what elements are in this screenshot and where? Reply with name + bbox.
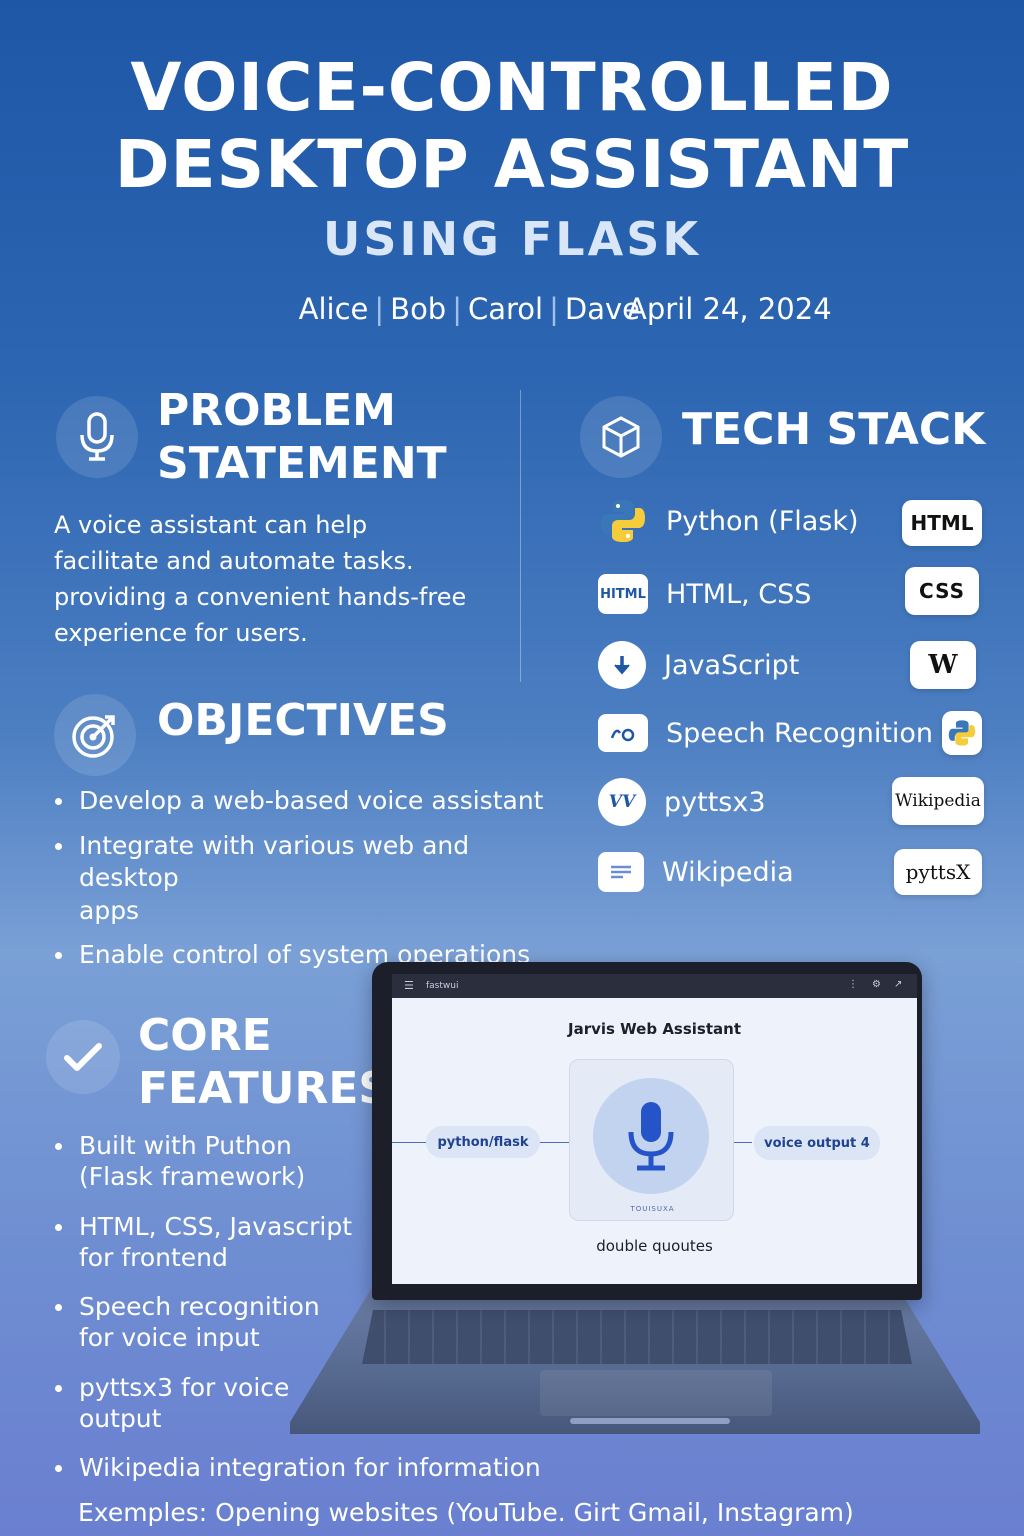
list-item-text: Wikipedia integration for information bbox=[79, 1453, 541, 1482]
tech-stack-item: JavaScript bbox=[598, 641, 799, 689]
tech-stack-item: VV pyttsx3 bbox=[598, 778, 766, 826]
problem-heading-line-2: STATEMENT bbox=[157, 437, 447, 489]
screen-note: double quoutes bbox=[596, 1237, 713, 1255]
list-item-text: Built with Puthon bbox=[79, 1131, 292, 1160]
tech-stack-item: Speech Recognition bbox=[598, 709, 933, 757]
poster-subtitle: USING FLASK bbox=[323, 212, 701, 266]
list-item: Develop a web-based voice assistant bbox=[54, 785, 574, 818]
vv-logo-icon: VV bbox=[598, 778, 646, 826]
author-separator: | bbox=[374, 292, 385, 326]
checkmark-icon bbox=[46, 1020, 120, 1094]
app-title: Jarvis Web Assistant bbox=[568, 1020, 741, 1038]
flow-arrow bbox=[392, 1142, 426, 1143]
problem-description: A voice assistant can help facilitate an… bbox=[54, 507, 466, 651]
core-features-list: Built with Puthon (Flask framework) HTML… bbox=[54, 1130, 574, 1483]
column-divider bbox=[520, 390, 521, 682]
share-icon[interactable]: ↗ bbox=[894, 979, 903, 990]
laptop-trackpad bbox=[540, 1370, 772, 1416]
tech-stack-label: pyttsx3 bbox=[664, 786, 766, 818]
laptop-hinge bbox=[570, 1418, 730, 1424]
tech-stack-label: Speech Recognition bbox=[666, 717, 934, 749]
author-name: Bob bbox=[390, 292, 447, 326]
microphone-button[interactable] bbox=[593, 1078, 709, 1194]
list-item-text: output bbox=[79, 1403, 162, 1433]
list-item-text: HTML, CSS, Javascript bbox=[79, 1211, 353, 1241]
list-item-text: pyttsx3 for voice bbox=[79, 1372, 290, 1402]
list-item-text: apps bbox=[79, 895, 140, 925]
list-item: Speech recognition for voice input bbox=[54, 1291, 574, 1354]
author-separator: | bbox=[452, 292, 462, 326]
poster-date: April 24, 2024 bbox=[627, 292, 832, 326]
tech-stack-label: Python (Flask) bbox=[666, 505, 859, 537]
objectives-heading: OBJECTIVES bbox=[157, 695, 449, 746]
list-item-text: (Flask framework) bbox=[79, 1162, 306, 1192]
list-item: Built with Puthon (Flask framework) bbox=[54, 1130, 574, 1193]
poster-title-line-1: VOICE-CONTROLLED bbox=[130, 49, 894, 126]
author-name: Carol bbox=[468, 292, 544, 326]
list-item: Integrate with various web and desktop a… bbox=[54, 830, 574, 928]
python-logo-icon bbox=[598, 496, 648, 546]
poster-title-line-2: DESKTOP ASSISTANT bbox=[114, 126, 910, 203]
problem-line: experience for users. bbox=[54, 619, 308, 647]
tech-stack-item: Wikipedia bbox=[598, 848, 794, 896]
menu-icon[interactable]: ☰ bbox=[404, 979, 414, 992]
list-item-text: Speech recognition bbox=[79, 1292, 320, 1321]
tech-stack-label: HTML, CSS bbox=[666, 578, 812, 610]
html-badge: HTML bbox=[902, 500, 982, 546]
problem-line: providing a convenient hands-free bbox=[54, 583, 467, 611]
author-list: Alice|Bob|Carol|Dave bbox=[0, 292, 640, 326]
speech-wave-icon bbox=[598, 714, 648, 752]
list-item: pyttsx3 for voice output bbox=[54, 1372, 574, 1435]
flow-arrow bbox=[734, 1142, 752, 1143]
problem-line: facilitate and automate tasks. bbox=[54, 547, 414, 575]
html-badge-icon: HITML bbox=[598, 574, 648, 614]
wikipedia-badge: Wikipedia bbox=[892, 777, 984, 825]
cube-icon bbox=[580, 396, 662, 478]
examples-text: Exemples: Opening websites (YouTube. Gir… bbox=[78, 1498, 854, 1527]
core-features-heading-line-2: FEATURES bbox=[138, 1062, 391, 1114]
pyttsx-badge: pyttsX bbox=[894, 849, 982, 895]
wikipedia-w-badge: W bbox=[910, 641, 976, 689]
problem-heading-line-1: PROBLEM bbox=[157, 385, 396, 436]
objectives-list: Develop a web-based voice assistant Inte… bbox=[54, 785, 574, 972]
css-badge: CSS bbox=[905, 567, 979, 615]
microphone-panel: TOUISUXA bbox=[569, 1059, 734, 1221]
screen-topbar-title: fastwui bbox=[426, 981, 459, 991]
author-separator: | bbox=[549, 292, 559, 326]
author-name: Alice bbox=[298, 292, 369, 326]
flow-arrow bbox=[540, 1142, 569, 1143]
python-flask-chip: python/flask bbox=[426, 1126, 540, 1158]
screen-topbar: ☰ fastwui ⋮ ⚙ ↗ bbox=[392, 974, 917, 998]
tech-stack-item: Python (Flask) bbox=[598, 497, 859, 545]
laptop-screen: ☰ fastwui ⋮ ⚙ ↗ Jarvis Web Assistant pyt… bbox=[392, 974, 917, 1284]
document-lines-icon bbox=[598, 852, 644, 892]
list-item: Wikipedia integration for information bbox=[54, 1452, 574, 1483]
microphone-caption: TOUISUXA bbox=[630, 1205, 675, 1213]
list-item-text: Develop a web-based voice assistant bbox=[79, 786, 544, 815]
problem-heading: PROBLEM STATEMENT bbox=[157, 385, 447, 491]
list-item-text: Integrate with various web and desktop bbox=[79, 830, 470, 893]
problem-line: A voice assistant can help bbox=[54, 511, 368, 539]
settings-icon[interactable]: ⚙ bbox=[872, 979, 881, 990]
tech-stack-label: JavaScript bbox=[664, 649, 800, 681]
list-item: HTML, CSS, Javascript for frontend bbox=[54, 1211, 574, 1274]
tech-stack-item: HITML HTML, CSS bbox=[598, 570, 811, 618]
voice-output-chip: voice output 4 bbox=[754, 1126, 880, 1160]
list-item-text: for frontend bbox=[79, 1242, 228, 1272]
laptop-keyboard bbox=[362, 1310, 912, 1364]
tech-stack-heading: TECH STACK bbox=[682, 404, 986, 455]
core-features-heading: CORE FEATURES bbox=[138, 1010, 390, 1116]
more-icon[interactable]: ⋮ bbox=[848, 979, 858, 990]
author-name: Dave bbox=[564, 292, 640, 326]
microphone-icon bbox=[56, 396, 138, 478]
target-icon bbox=[54, 694, 136, 776]
list-item-text: for voice input bbox=[79, 1323, 260, 1353]
tech-stack-label: Wikipedia bbox=[662, 856, 794, 888]
download-arrow-icon bbox=[598, 641, 646, 689]
python-logo-icon bbox=[942, 711, 982, 755]
core-features-heading-line-1: CORE bbox=[138, 1010, 272, 1061]
